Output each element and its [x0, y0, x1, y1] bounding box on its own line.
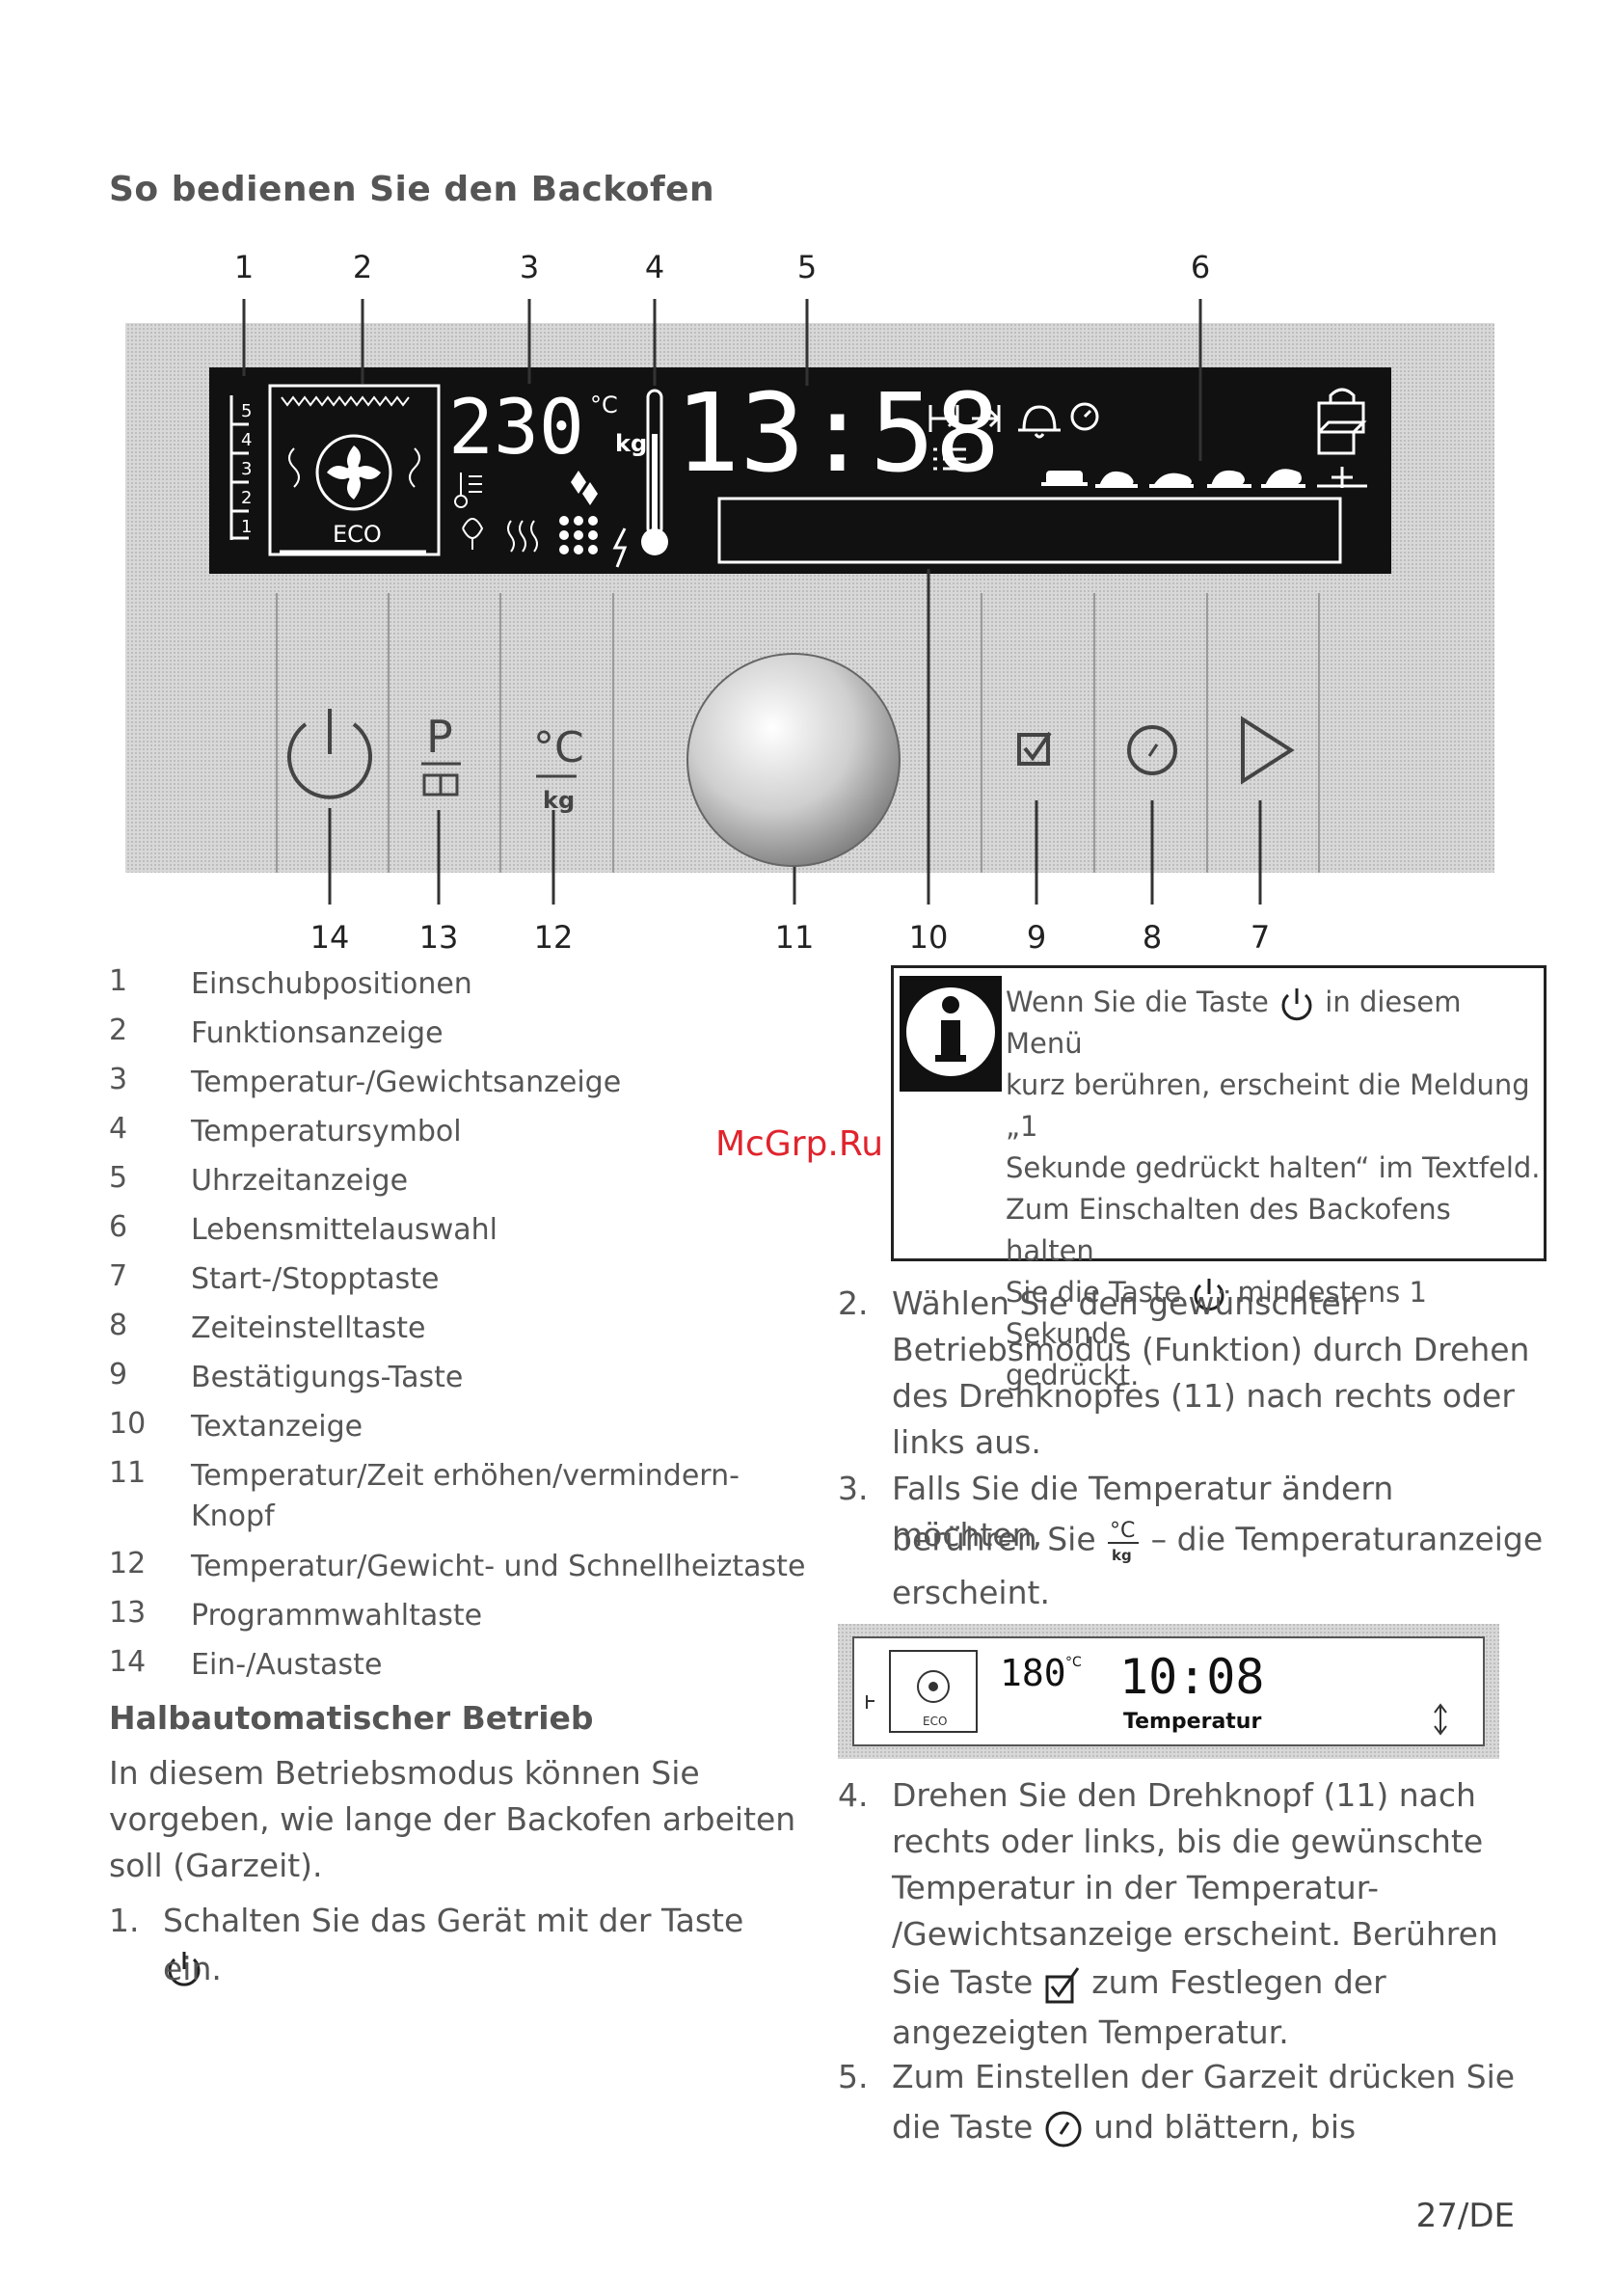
callout-11: 11 [774, 919, 815, 956]
lock-open-icon [1317, 420, 1367, 455]
step-4: 4. Drehen Sie den Drehknopf (11) nach re… [838, 1776, 1498, 2051]
bell-icon [1018, 405, 1061, 439]
step-2: 2. Wählen Sie den gewünschten Betriebsmo… [838, 1284, 1530, 1461]
watermark: McGrp.Ru [715, 1124, 884, 1164]
rapid-heat-icon [559, 471, 598, 554]
small-clock-readout: 10:08 [1119, 1649, 1265, 1705]
callout-6: 6 [1190, 249, 1211, 285]
power-icon [168, 1951, 201, 1986]
text-display-field [717, 497, 1342, 564]
shelf-1-label: 1 [241, 517, 252, 537]
celsius-unit: °C [590, 392, 618, 419]
power-button-icon[interactable] [287, 722, 372, 799]
callout-7: 7 [1250, 919, 1271, 956]
eco-label: ECO [333, 521, 382, 548]
start-stop-button-icon[interactable] [1241, 716, 1295, 785]
rotary-knob[interactable] [686, 653, 901, 867]
program-button-letter[interactable]: P [426, 711, 453, 763]
shelf-3-label: 3 [241, 459, 252, 479]
callout-3: 3 [519, 249, 540, 285]
power-icon [1194, 1279, 1224, 1311]
section-heading: Halbautomatischer Betrieb [109, 1699, 594, 1737]
lightning-icon [612, 527, 628, 568]
step-3: 3. Falls Sie die Temperatur ändern möcht… [838, 1470, 1544, 1611]
shelf-4-label: 4 [241, 430, 252, 450]
temperature-symbol-icon [641, 389, 668, 555]
callout-4: 4 [644, 249, 665, 285]
book-icon [422, 773, 459, 797]
small-temp-readout: 180 [1000, 1652, 1066, 1694]
timer-icon [1070, 402, 1099, 431]
clock-readout: 13:58 [675, 371, 1000, 497]
kg-unit: kg [615, 430, 647, 457]
callout-14: 14 [309, 919, 350, 956]
oven-control-panel: 5 4 3 2 1 ECO 230 °C kg 13:58 [125, 299, 1494, 905]
temp-button-kg[interactable]: kg [543, 787, 575, 814]
intro-line: In diesem Betriebsmodus können Sie [109, 1754, 700, 1792]
callout-5: 5 [796, 249, 818, 285]
shelf-positions-icon [229, 395, 249, 540]
end-time-icon [928, 405, 959, 432]
intro-line: soll (Garzeit). [109, 1847, 323, 1884]
clock-icon [1045, 2111, 1082, 2147]
duration-icon [972, 405, 1001, 432]
temperature-readout: 230 [448, 385, 584, 472]
callout-2: 2 [352, 249, 373, 285]
svg-text:kg: kg [1112, 1547, 1132, 1564]
info-icon [900, 976, 1002, 1092]
page-title: So bedienen Sie den Backofen [109, 170, 715, 209]
confirm-icon [1045, 1966, 1079, 2003]
temp-button-unit[interactable]: °C [533, 723, 584, 772]
add-icon [1317, 467, 1367, 488]
confirm-button-icon[interactable] [1017, 731, 1052, 766]
small-temp-unit: °C [1065, 1655, 1082, 1670]
svg-text:°C: °C [1110, 1519, 1135, 1543]
list-icon [933, 447, 966, 471]
temperature-key-icon: °C kg [1108, 1519, 1140, 1564]
step-1: 1. Schalten Sie das Gerät mit der Taste … [109, 1898, 765, 2004]
small-text-label: Temperatur [1123, 1710, 1261, 1734]
intro-line: vorgeben, wie lange der Backofen arbeite… [109, 1800, 796, 1838]
defrost-icon [462, 518, 484, 550]
step-5: 5. Zum Einstellen der Garzeit drücken Si… [838, 2054, 1551, 2160]
thermometer-small-icon [454, 473, 482, 508]
shelf-5-label: 5 [241, 401, 252, 421]
lock-icon [1317, 388, 1365, 434]
food-selection-icons [1041, 469, 1305, 488]
steam-icon [507, 520, 538, 553]
page-number: 27/DE [1415, 2197, 1515, 2235]
eco-small-label: ECO [923, 1715, 947, 1728]
temperature-display-figure: ECO 180 °C 10:08 Temperatur [838, 1624, 1499, 1759]
callout-1: 1 [233, 249, 255, 285]
function-display-icon [268, 384, 441, 556]
callout-13: 13 [418, 919, 459, 956]
clock-button-icon[interactable] [1127, 725, 1177, 775]
callout-8: 8 [1142, 919, 1163, 956]
callout-9: 9 [1026, 919, 1047, 956]
callout-12: 12 [533, 919, 574, 956]
callout-10: 10 [908, 919, 949, 956]
up-down-arrow-icon [1434, 1703, 1447, 1736]
power-icon [1281, 988, 1312, 1021]
info-box: Wenn Sie die Taste in diesem Menü kurz b… [891, 965, 1547, 1391]
shelf-2-label: 2 [241, 488, 252, 508]
